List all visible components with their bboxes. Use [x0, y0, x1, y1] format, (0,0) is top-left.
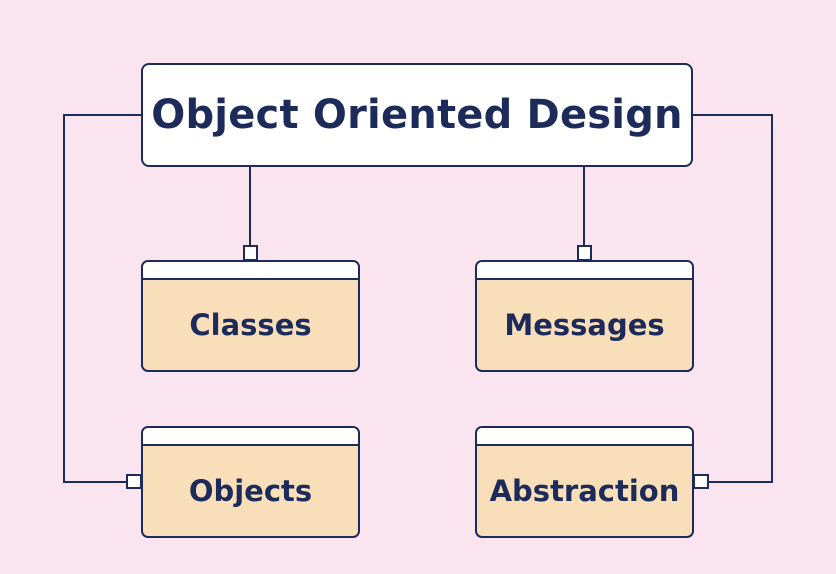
- connector-port-objects: [126, 474, 142, 489]
- connector-port-messages: [577, 245, 592, 261]
- node-label: Messages: [504, 308, 665, 342]
- title-box: Object Oriented Design: [141, 63, 693, 167]
- diagram-title: Object Oriented Design: [151, 92, 683, 138]
- node-classes: Classes: [141, 260, 360, 372]
- connector-title-abstraction: [693, 114, 773, 483]
- node-header-tab: [143, 428, 358, 446]
- node-header-tab: [477, 428, 692, 446]
- connector-port-abstraction: [693, 474, 709, 489]
- node-label: Objects: [188, 474, 313, 508]
- connector-port-classes: [243, 245, 258, 261]
- node-objects: Objects: [141, 426, 360, 538]
- node-label: Abstraction: [489, 474, 680, 508]
- node-abstraction: Abstraction: [475, 426, 694, 538]
- node-label: Classes: [189, 308, 312, 342]
- node-header-tab: [477, 262, 692, 280]
- connector-title-objects: [63, 114, 141, 483]
- node-messages: Messages: [475, 260, 694, 372]
- node-header-tab: [143, 262, 358, 280]
